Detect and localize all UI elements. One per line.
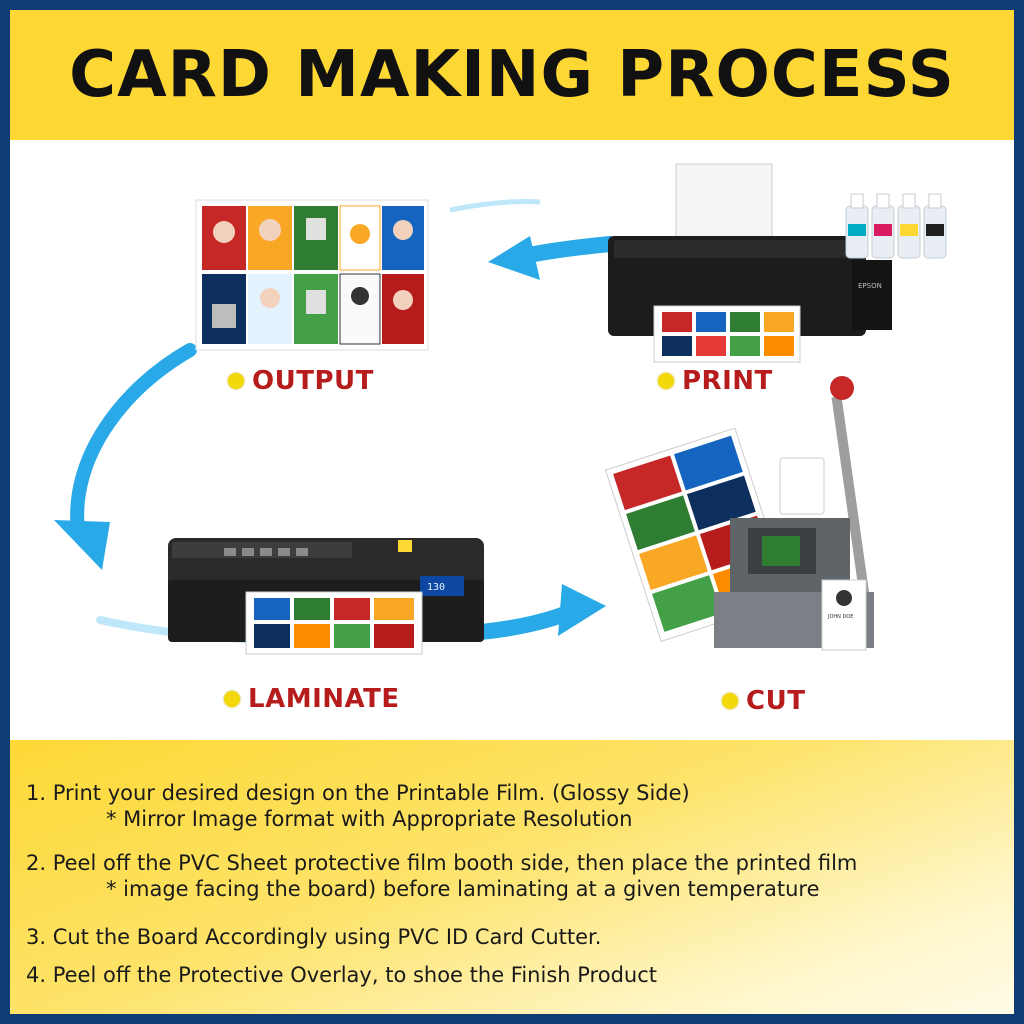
bullet-dot-icon (224, 691, 240, 707)
bullet-dot-icon (722, 693, 738, 709)
bullet-dot-icon (228, 373, 244, 389)
id-card-sheet-icon (195, 199, 429, 351)
bullet-dot-icon (658, 373, 674, 389)
step-2: 2. Peel off the PVC Sheet protective fil… (26, 850, 1014, 902)
ink-bottles-icon (845, 193, 947, 259)
label-cut-text: CUT (746, 686, 806, 716)
step-4-main: 4. Peel off the Protective Overlay, to s… (26, 963, 657, 987)
step-4: 4. Peel off the Protective Overlay, to s… (26, 962, 1014, 988)
printer-icon: EPSON (608, 163, 892, 363)
process-illustration: EPSON (54, 163, 947, 655)
step-2-main: 2. Peel off the PVC Sheet protective fil… (26, 851, 858, 875)
label-print: PRINT (658, 366, 773, 396)
label-cut: CUT (722, 686, 805, 716)
laminator-icon: 130 (168, 538, 484, 655)
laminator-display: 130 (427, 582, 445, 593)
label-laminate-text: LAMINATE (248, 684, 400, 714)
step-3: 3. Cut the Board Accordingly using PVC I… (26, 924, 1014, 950)
step-3-main: 3. Cut the Board Accordingly using PVC I… (26, 925, 602, 949)
page-title: CARD MAKING PROCESS (69, 38, 955, 112)
flow-arrow-icon (54, 343, 197, 570)
step-2-note: * image facing the board) before laminat… (106, 877, 820, 901)
step-1-main: 1. Print your desired design on the Prin… (26, 781, 690, 805)
printer-brand: EPSON (858, 282, 882, 290)
label-output: OUTPUT (228, 366, 374, 396)
label-print-text: PRINT (682, 366, 773, 396)
step-1: 1. Print your desired design on the Prin… (26, 780, 1014, 832)
step-1-note: * Mirror Image format with Appropriate R… (106, 807, 633, 831)
process-diagram: EPSON (10, 140, 1014, 740)
instructions-panel: 1. Print your desired design on the Prin… (10, 740, 1014, 1014)
label-output-text: OUTPUT (252, 366, 374, 396)
label-laminate: LAMINATE (224, 684, 400, 714)
card-name: JOHN DOE (827, 614, 853, 620)
flow-arrow-icon (449, 198, 618, 280)
header-banner: CARD MAKING PROCESS (10, 10, 1014, 140)
card-cutter-icon: JOHN DOE (604, 376, 874, 651)
